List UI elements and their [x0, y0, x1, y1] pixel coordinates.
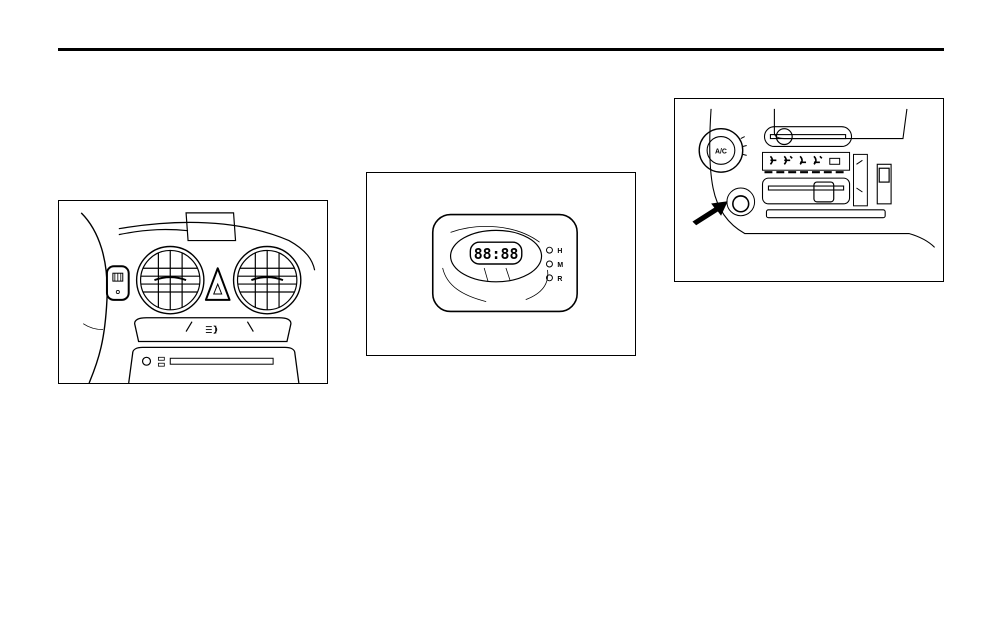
- reset-label: R: [557, 276, 562, 283]
- minute-label: M: [557, 262, 563, 269]
- air-mode-icons: [762, 151, 851, 174]
- clock-figure: 88:88 H M R: [366, 172, 636, 356]
- ac-dial[interactable]: A/C: [698, 127, 747, 173]
- arrow-icon: [692, 201, 728, 226]
- ac-label: A/C: [715, 148, 727, 155]
- clock-housing: [431, 213, 578, 313]
- rear-defrost-icon[interactable]: [105, 265, 130, 301]
- recirculation-icon[interactable]: [813, 181, 835, 203]
- fog-light-icon[interactable]: [205, 325, 218, 334]
- top-rule: [58, 48, 944, 51]
- clock-display: [469, 241, 523, 265]
- hour-label: H: [557, 248, 562, 255]
- clock-reset-button[interactable]: R: [546, 274, 563, 283]
- clock-hour-button[interactable]: H: [546, 246, 563, 255]
- right-air-vent: [232, 245, 302, 315]
- hazard-icon[interactable]: [204, 267, 231, 301]
- dashboard-center-figure: [58, 200, 328, 384]
- fan-knob-icon[interactable]: [726, 187, 756, 217]
- left-air-vent: [135, 245, 205, 315]
- clock-display-digits: 88:88: [474, 246, 519, 263]
- climate-control-figure: A/C: [674, 98, 944, 282]
- clock-minute-button[interactable]: M: [546, 260, 564, 269]
